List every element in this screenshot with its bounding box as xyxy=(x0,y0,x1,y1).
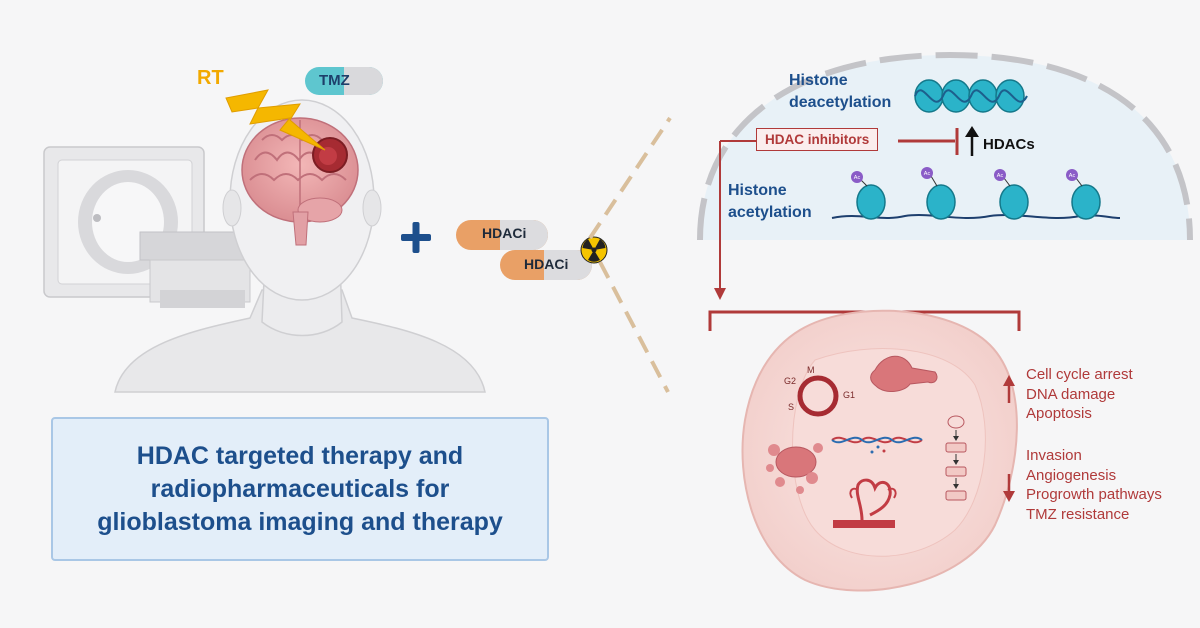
label-line: Histone xyxy=(728,182,787,199)
condensed-chromatin xyxy=(914,79,1028,113)
effect-item: Invasion xyxy=(1026,447,1082,464)
histone-deacetylation-label: Histone deacetylation xyxy=(789,70,891,114)
radioactive-icon xyxy=(580,236,608,264)
tmz-label: TMZ xyxy=(319,72,350,89)
label-line: Histone xyxy=(789,72,848,89)
hdac-inhibitors-box: HDAC inhibitors xyxy=(756,128,879,151)
pathway-arrow xyxy=(714,140,758,300)
effect-item: Apoptosis xyxy=(1026,405,1092,422)
hdaci-label-1: HDACi xyxy=(482,225,527,241)
tumor-cell xyxy=(741,309,1018,592)
label-line: deacetylation xyxy=(789,94,892,111)
hdaci-pill-2 xyxy=(500,250,592,280)
plus-icon xyxy=(401,222,431,253)
cycle-g2-label: G2 xyxy=(784,376,797,386)
histone-acetylation-label: Histone acetylation xyxy=(728,180,812,224)
cycle-s-label: S xyxy=(788,402,795,412)
hdacs-label: HDACs xyxy=(983,136,1035,153)
cell-cycle-ring xyxy=(797,375,839,417)
effect-item: Angiogenesis xyxy=(1026,466,1117,484)
increased-effects-list: Cell cycle arrest DNA damage Apoptosis xyxy=(1026,365,1133,424)
dashed-connector xyxy=(588,116,672,240)
increase-arrow-icon xyxy=(1003,375,1015,403)
signaling-pathway xyxy=(945,415,967,501)
apoptotic-cell xyxy=(766,443,823,494)
figure-title: HDAC targeted therapy and radiopharmaceu… xyxy=(97,441,503,536)
blood-vessel xyxy=(833,478,897,528)
effect-item: Cell cycle arrest xyxy=(1026,366,1133,383)
decreased-effects-list: Invasion Angiogenesis Progrowth pathways… xyxy=(1026,446,1162,524)
radiation-bolt-icon xyxy=(225,89,326,151)
dna-helix xyxy=(831,436,923,454)
title-box: HDAC targeted therapy and radiopharmaceu… xyxy=(51,417,549,561)
open-chromatin xyxy=(831,184,1121,220)
tumor xyxy=(312,137,348,173)
tmz-pill xyxy=(305,67,383,95)
label-line: acetylation xyxy=(728,204,812,221)
acetyl-tag: Ac xyxy=(854,175,861,181)
effect-item: TMZ resistance xyxy=(1026,505,1130,523)
decrease-arrow-icon xyxy=(1003,474,1015,502)
nucleus-dome xyxy=(697,51,1193,241)
acetyl-tag: Ac xyxy=(997,173,1004,179)
cycle-g1-label: G1 xyxy=(843,390,856,400)
effect-item: Progrowth pathways xyxy=(1026,486,1162,503)
effect-item: DNA damage xyxy=(1026,385,1116,403)
acetyl-tag: Ac xyxy=(1069,173,1076,179)
dashed-connector-lower xyxy=(598,261,670,393)
hdaci-label-2: HDACi xyxy=(524,256,569,272)
acetyl-groups: Ac Ac Ac Ac xyxy=(851,167,1083,187)
migrating-cell xyxy=(870,355,938,392)
up-arrow-icon xyxy=(965,126,979,156)
cycle-m-label: M xyxy=(807,365,815,375)
rt-label: RT xyxy=(197,67,224,89)
mri-scanner xyxy=(43,146,251,308)
hdaci-pill-1 xyxy=(456,220,548,250)
acetyl-tag: Ac xyxy=(924,171,931,177)
